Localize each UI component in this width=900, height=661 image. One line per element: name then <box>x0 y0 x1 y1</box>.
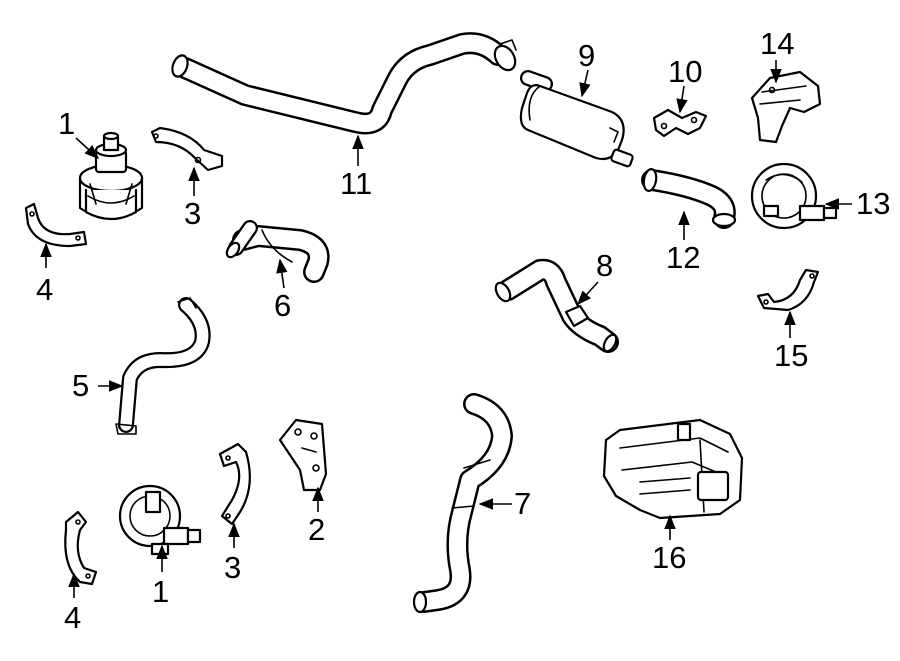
callout-1-top: 1 <box>58 106 75 141</box>
callout-11: 11 <box>340 166 372 201</box>
part-7-hose[interactable] <box>412 393 513 614</box>
part-15-clamp[interactable] <box>756 268 820 312</box>
callout-3-top: 3 <box>184 196 201 231</box>
part-2-bracket[interactable] <box>278 418 328 492</box>
part-9-canister[interactable] <box>519 70 634 168</box>
callout-labels: 1 3 4 11 6 5 9 10 14 12 13 8 15 7 2 3 1 … <box>36 26 890 635</box>
part-8-hose[interactable] <box>493 258 619 354</box>
callout-leaders <box>40 60 852 598</box>
callout-6: 6 <box>274 288 291 323</box>
part-14-shield[interactable] <box>750 70 822 144</box>
part-12-hose[interactable] <box>641 168 737 229</box>
callout-5: 5 <box>72 368 89 403</box>
callout-14: 14 <box>760 26 794 61</box>
callout-13: 13 <box>856 186 890 221</box>
part-16-module[interactable] <box>602 418 744 520</box>
callout-3-bottom: 3 <box>224 550 241 585</box>
part-13-pump[interactable] <box>750 162 838 230</box>
callout-9: 9 <box>578 38 595 73</box>
callout-4-top: 4 <box>36 272 53 307</box>
part-3-bracket-bottom[interactable] <box>218 442 251 526</box>
callout-16: 16 <box>652 540 686 575</box>
callout-4-bottom: 4 <box>64 600 81 635</box>
callout-10: 10 <box>668 54 702 89</box>
part-11-coolant-pipe[interactable] <box>170 32 520 135</box>
callout-7: 7 <box>514 486 531 521</box>
part-1-pump-bottom[interactable] <box>118 484 202 556</box>
part-5-hose[interactable] <box>115 297 211 435</box>
callout-8: 8 <box>596 248 613 283</box>
callout-1-bottom: 1 <box>152 574 169 609</box>
part-1-pump-top[interactable] <box>78 131 144 221</box>
part-6-hose[interactable] <box>224 220 330 283</box>
part-4-clamp-top[interactable] <box>24 202 88 248</box>
callout-2: 2 <box>308 512 325 547</box>
part-3-bracket-top[interactable] <box>150 126 224 172</box>
part-10-bracket[interactable] <box>652 108 708 138</box>
part-4-clamp-bottom[interactable] <box>64 510 98 586</box>
callout-12: 12 <box>666 240 700 275</box>
callout-15: 15 <box>774 338 808 373</box>
